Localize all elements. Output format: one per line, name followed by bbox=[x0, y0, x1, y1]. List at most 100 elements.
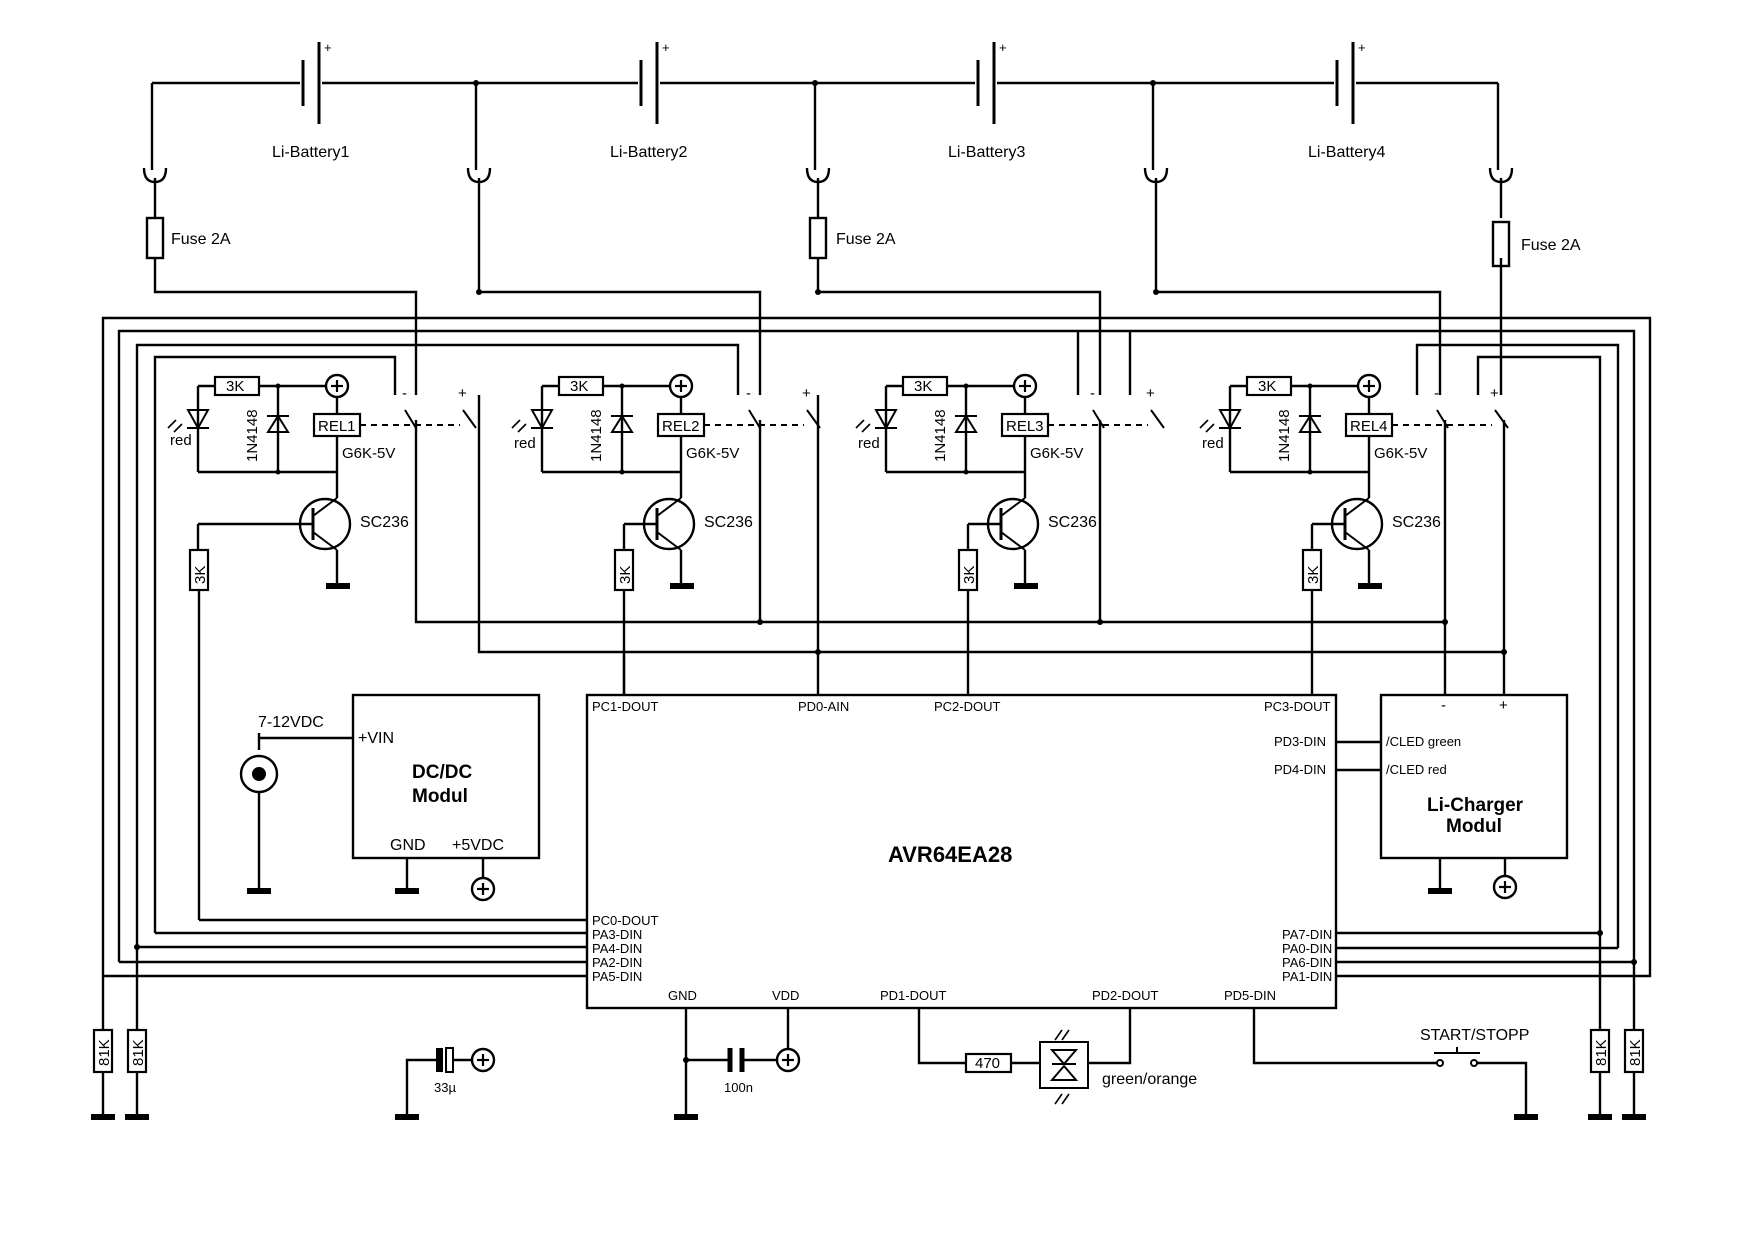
dcdc-vin: +VIN bbox=[358, 730, 394, 747]
mcu-pin-pd4: PD4-DIN bbox=[1274, 762, 1326, 777]
stage-4-relay: REL4 bbox=[1350, 418, 1388, 435]
battery-3: + Li-Battery3 bbox=[948, 40, 1025, 161]
battery-4-label: Li-Battery4 bbox=[1308, 144, 1385, 161]
dcdc-vout: +5VDC bbox=[452, 837, 504, 854]
cap1-label: 33µ bbox=[434, 1080, 456, 1095]
dcdc-title-2: Modul bbox=[412, 786, 468, 807]
battery-rail bbox=[150, 81, 1500, 170]
stage-1-minus: - bbox=[402, 385, 407, 402]
mcu-pin-pd5: PD5-DIN bbox=[1224, 988, 1276, 1003]
stage-3-relay-type: G6K-5V bbox=[1030, 445, 1083, 462]
fuse-2: Fuse 2A bbox=[808, 216, 896, 260]
relay-stage-1: 3K REL1 G6K-5V red 1N4148 SC236 bbox=[167, 373, 587, 922]
duo-led-circuit: 470 green/orange bbox=[917, 1008, 1197, 1105]
charger-pin-green: /CLED green bbox=[1386, 734, 1461, 749]
relay-stage-4: 3K REL4 G6K-5V red 1N4148 SC236 3K bbox=[1199, 373, 1509, 695]
mcu-pin-pa0: PA0-DIN bbox=[1282, 941, 1332, 956]
stage-1-transistor: SC236 bbox=[360, 514, 409, 531]
dcdc-gnd: GND bbox=[390, 837, 426, 854]
mcu-pin-pd3: PD3-DIN bbox=[1274, 734, 1326, 749]
stage-4-resistor: 3K bbox=[1258, 378, 1276, 395]
mcu-pin-pa5: PA5-DIN bbox=[592, 969, 642, 984]
mcu-pin-pa2: PA2-DIN bbox=[592, 955, 642, 970]
mcu-pin-pa6: PA6-DIN bbox=[1282, 955, 1332, 970]
battery-1-label: Li-Battery1 bbox=[272, 144, 349, 161]
charger-pin-red: /CLED red bbox=[1386, 762, 1447, 777]
stage-3-led: red bbox=[858, 435, 880, 452]
stage-2-plus: + bbox=[802, 385, 811, 402]
stage-4-plus: + bbox=[1490, 385, 1499, 402]
stage-2-diode: 1N4148 bbox=[588, 409, 605, 462]
stage-2-relay-type: G6K-5V bbox=[686, 445, 739, 462]
fuse-3-label: Fuse 2A bbox=[1521, 237, 1581, 254]
switch-label: START/STOPP bbox=[1420, 1027, 1529, 1044]
stage-3-diode: 1N4148 bbox=[932, 409, 949, 462]
mcu-pin-pc3: PC3-DOUT bbox=[1264, 699, 1331, 714]
stage-4-minus: - bbox=[1434, 385, 1439, 402]
fuse-1: Fuse 2A bbox=[145, 216, 231, 260]
battery-1-plus: + bbox=[324, 40, 332, 55]
stage-2-minus: - bbox=[746, 385, 751, 402]
stage-2-base-resistor: 3K bbox=[617, 566, 634, 584]
battery-3-plus: + bbox=[999, 40, 1007, 55]
mcu-pin-pc0: PC0-DOUT bbox=[592, 913, 659, 928]
stage-2-relay: REL2 bbox=[662, 418, 700, 435]
stage-3-base-resistor: 3K bbox=[961, 566, 978, 584]
capacitor-33u: 33µ bbox=[395, 1047, 496, 1120]
stage-1-relay-type: G6K-5V bbox=[342, 445, 395, 462]
battery-1: + Li-Battery1 bbox=[272, 40, 349, 161]
stage-3-plus: + bbox=[1146, 385, 1155, 402]
mcu-pin-pd1: PD1-DOUT bbox=[880, 988, 947, 1003]
stage-3-minus: - bbox=[1090, 385, 1095, 402]
stage-2-transistor: SC236 bbox=[704, 514, 753, 531]
stage-4-diode: 1N4148 bbox=[1276, 409, 1293, 462]
charger-minus: - bbox=[1441, 697, 1446, 714]
dcdc-module: DC/DC Modul +VIN GND +5VDC 7-12VDC bbox=[239, 693, 541, 902]
stage-4-relay-type: G6K-5V bbox=[1374, 445, 1427, 462]
pulldown-1-label: 81K bbox=[96, 1039, 113, 1066]
mcu-pin-pd2: PD2-DOUT bbox=[1092, 988, 1159, 1003]
capacitor-100n: 100n bbox=[674, 1008, 801, 1120]
dcdc-input-label: 7-12VDC bbox=[258, 714, 324, 731]
battery-3-label: Li-Battery3 bbox=[948, 144, 1025, 161]
mcu-pin-pa1: PA1-DIN bbox=[1282, 969, 1332, 984]
fuse-3: Fuse 2A bbox=[1491, 220, 1581, 268]
stage-1-base-resistor: 3K bbox=[192, 566, 209, 584]
cap2-label: 100n bbox=[724, 1080, 753, 1095]
stage-1-plus: + bbox=[458, 385, 467, 402]
stage-2-resistor: 3K bbox=[570, 378, 588, 395]
charger-title-1: Li-Charger bbox=[1427, 795, 1524, 816]
stage-4-led: red bbox=[1202, 435, 1224, 452]
relay-stage-3: 3K REL3 G6K-5V red 1N4148 SC236 3K bbox=[855, 373, 1165, 695]
pulldown-3-label: 81K bbox=[1593, 1039, 1610, 1066]
stage-4-transistor: SC236 bbox=[1392, 514, 1441, 531]
relay-stage-2: 3K REL2 G6K-5V red 1N4148 SC236 3K bbox=[511, 373, 821, 695]
battery-2-plus: + bbox=[662, 40, 670, 55]
stage-4-base-resistor: 3K bbox=[1305, 566, 1322, 584]
stage-2-led: red bbox=[514, 435, 536, 452]
charger-title-2: Modul bbox=[1446, 816, 1502, 837]
mcu-pin-pa4: PA4-DIN bbox=[592, 941, 642, 956]
stage-3-transistor: SC236 bbox=[1048, 514, 1097, 531]
pulldown-resistors: 81K 81K 81K 81K bbox=[91, 962, 1646, 1120]
mcu-pin-pa3: PA3-DIN bbox=[592, 927, 642, 942]
mcu-avr64ea28: AVR64EA28 PC1-DOUT PD0-AIN PC2-DOUT PC3-… bbox=[585, 693, 1338, 1010]
pulldown-4-label: 81K bbox=[1627, 1039, 1644, 1066]
duo-led-label: green/orange bbox=[1102, 1071, 1197, 1088]
mcu-pin-pa7: PA7-DIN bbox=[1282, 927, 1332, 942]
battery-2-label: Li-Battery2 bbox=[610, 144, 687, 161]
connectors bbox=[142, 167, 1514, 184]
stage-1-resistor: 3K bbox=[226, 378, 244, 395]
fuse-1-label: Fuse 2A bbox=[171, 231, 231, 248]
stage-1-relay: REL1 bbox=[318, 418, 356, 435]
dcdc-title-1: DC/DC bbox=[412, 762, 472, 783]
charger-plus: + bbox=[1499, 697, 1508, 714]
pulldown-2-label: 81K bbox=[130, 1039, 147, 1066]
battery-4-plus: + bbox=[1358, 40, 1366, 55]
li-charger-module: Li-Charger Modul /CLED green /CLED red -… bbox=[1336, 693, 1569, 900]
stage-3-resistor: 3K bbox=[914, 378, 932, 395]
stage-1-diode: 1N4148 bbox=[244, 409, 261, 462]
mcu-pin-vdd: VDD bbox=[772, 988, 799, 1003]
battery-4: + Li-Battery4 bbox=[1308, 40, 1385, 161]
